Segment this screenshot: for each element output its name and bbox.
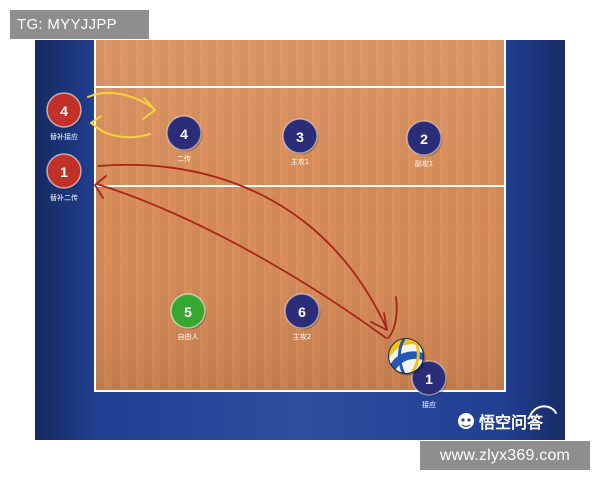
logo-text: 悟空问答: [479, 413, 544, 432]
player-outside-hitter-1: 3 主攻1: [282, 118, 319, 166]
yellow-arrow-to-court: [87, 91, 154, 109]
player-role: 自由人: [178, 332, 199, 341]
player-number: 2: [420, 131, 428, 147]
player-number: 5: [184, 304, 192, 320]
player-disc: [170, 293, 206, 329]
player-number: 4: [60, 103, 68, 119]
player-disc: [406, 120, 442, 156]
substitute-setter: 1 替补二传: [46, 153, 83, 202]
player-role: 副攻1: [415, 159, 433, 168]
logo-swoosh: [530, 405, 557, 415]
yellow-swap-arrows: [87, 91, 156, 139]
player-disc: [46, 153, 82, 189]
player-disc: [166, 115, 202, 151]
player-number: 6: [298, 304, 306, 320]
player-role: 主攻2: [293, 332, 311, 341]
red-arrow-stub: [387, 296, 398, 339]
court-floor-shading: [95, 40, 505, 391]
red-swap-arrows: [94, 163, 398, 339]
player-role: 二传: [177, 154, 191, 163]
top-left-watermark: TG: MYYJJPP: [10, 10, 149, 39]
player-number: 1: [60, 164, 68, 180]
player-number: 1: [425, 371, 433, 387]
court-lines: [94, 40, 506, 392]
player-role: 接应: [422, 400, 436, 409]
player-role: 主攻1: [291, 157, 309, 166]
player-role: 替补二传: [50, 193, 78, 202]
red-arrow-to-bench: [96, 183, 387, 339]
player-disc: [282, 118, 318, 154]
player-role: 替补接应: [50, 132, 78, 141]
player-opposite: 1 接应: [411, 360, 448, 409]
player-outside-hitter-2: 6 主攻2: [284, 293, 321, 341]
player-disc: [411, 360, 447, 396]
wukong-logo-icon: [458, 413, 474, 429]
player-libero: 5 自由人: [170, 293, 207, 341]
player-disc: [284, 293, 320, 329]
player-disc: [46, 92, 82, 128]
player-middle-blocker-1: 2 副攻1: [406, 120, 443, 168]
wukong-logo: 悟空问答: [458, 405, 557, 432]
substitute-opposite: 4 替补接应: [46, 92, 83, 141]
bottom-right-watermark: www.zlyx369.com: [420, 441, 590, 470]
red-arrowhead-court: [370, 312, 388, 331]
yellow-arrowhead-left: [90, 115, 103, 132]
player-number: 4: [180, 126, 188, 142]
red-arrowhead-bench: [94, 175, 107, 199]
player-setter: 4 二传: [166, 115, 203, 163]
player-number: 3: [296, 129, 304, 145]
red-arrow-to-court: [97, 163, 387, 328]
yellow-arrowhead-right: [142, 97, 156, 120]
volleyball-icon: [388, 338, 426, 376]
